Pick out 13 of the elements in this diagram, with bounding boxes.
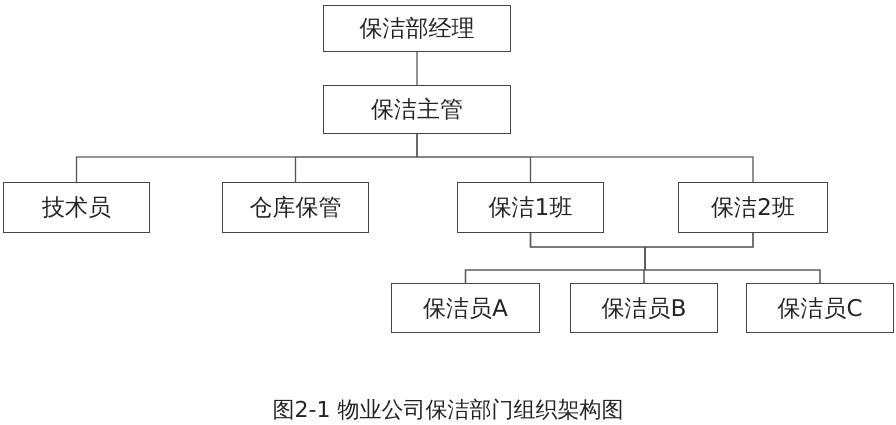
org-box: 保洁员C [746, 283, 894, 333]
figure-caption: 图2-1 物业公司保洁部门组织架构图 [272, 397, 624, 425]
org-box: 保洁员B [570, 283, 718, 333]
connector-line [644, 233, 821, 283]
org-box: 保洁1班 [457, 182, 604, 233]
connector-line [416, 52, 418, 85]
org-box: 仓库保管 [222, 182, 369, 233]
org-box: 保洁部经理 [323, 5, 511, 52]
org-box: 保洁主管 [323, 85, 511, 134]
org-box: 保洁员A [391, 283, 540, 333]
org-box: 技术员 [3, 182, 150, 233]
org-box: 保洁2班 [678, 182, 828, 233]
connector-line [416, 134, 754, 182]
